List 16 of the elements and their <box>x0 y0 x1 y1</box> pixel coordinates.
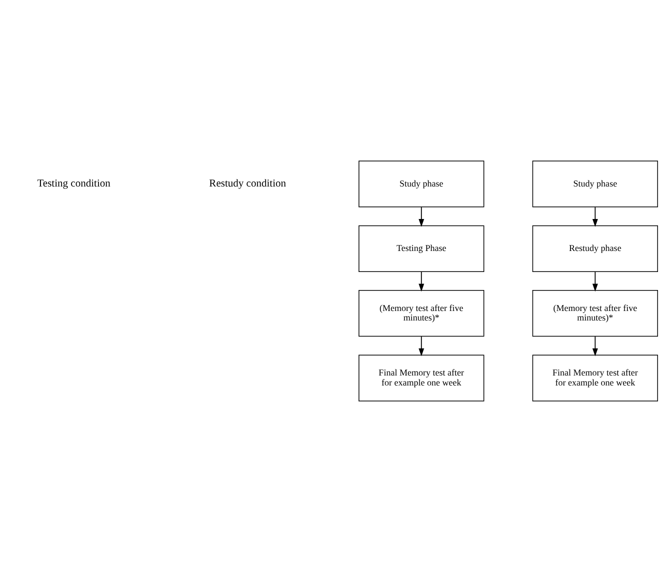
arrow <box>418 206 424 226</box>
arrow <box>418 336 424 356</box>
node-box: Restudy phase <box>532 224 658 272</box>
node-box: Study phase <box>532 160 658 207</box>
node-box: (Memory test after five minutes)* <box>358 290 484 336</box>
node-box: (Memory test after five minutes)* <box>532 290 658 336</box>
arrow <box>592 336 598 356</box>
node-box: Study phase <box>358 160 484 207</box>
node-box: Final Memory test after for example one week <box>532 354 658 401</box>
arrow <box>418 270 424 292</box>
arrow <box>592 270 598 292</box>
node-box: Testing Phase <box>358 224 484 272</box>
node-box: Final Memory test after for example one week <box>358 354 484 401</box>
label: Restudy condition <box>209 178 286 190</box>
arrow <box>592 206 598 226</box>
label: Testing condition <box>37 178 110 190</box>
